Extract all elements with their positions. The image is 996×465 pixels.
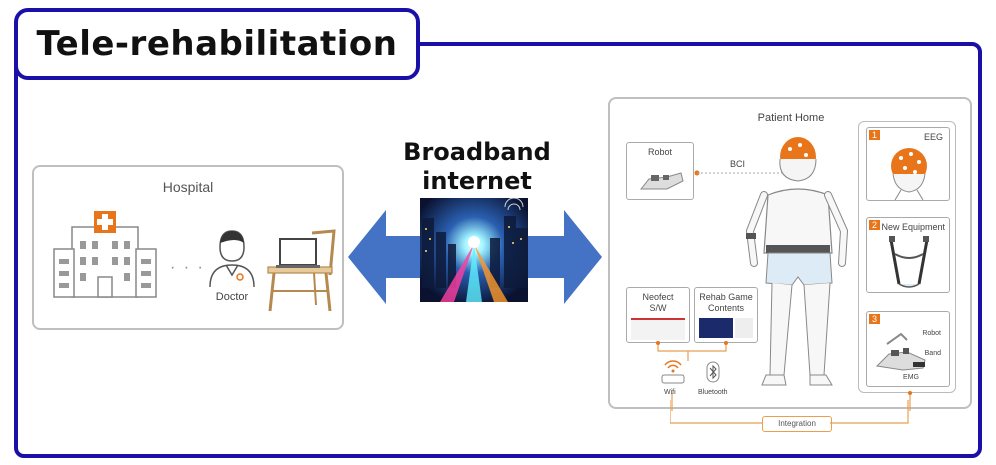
patient-figure (745, 137, 849, 386)
eeg-head-icon (891, 148, 927, 200)
equipment-3-num: 3 (869, 314, 881, 324)
broadband-label: Broadband internet (392, 138, 562, 196)
neofect-label: Neofect S/W (627, 292, 689, 314)
neofect-line1: Neofect (642, 292, 674, 302)
wifi-router-icon (661, 360, 685, 384)
hospital-building-icon (53, 211, 157, 298)
neofect-line2: S/W (649, 303, 667, 313)
equipment-2-num: 2 (869, 220, 881, 230)
equipment-1-num: 1 (869, 130, 881, 140)
equipment-3-robot-label: Robot (922, 330, 941, 337)
title-box: Tele-rehabilitation (14, 8, 420, 80)
equipment-1-label: EEG (923, 132, 943, 142)
wifi-label: Wifi (664, 389, 676, 396)
equipment-eeg-box: 1 EEG (866, 127, 950, 201)
doctor-label: Doctor (215, 291, 249, 303)
equipment-new-box: 2 New Equipment (866, 217, 950, 293)
rehab-line2: Contents (707, 303, 745, 313)
equipment-3-emg-label: EMG (903, 374, 919, 381)
bluetooth-label: Bluetooth (698, 389, 728, 396)
rehab-game-box: Rehab Game Contents (694, 287, 758, 343)
equipment-robot-box: 3 Robot Band EMG (866, 311, 950, 387)
robot-box-label: Robot (647, 147, 673, 157)
equipment-2-label: New Equipment (881, 222, 945, 232)
ellipsis: · · · (170, 259, 205, 276)
left-arrow (348, 210, 422, 304)
bci-label: BCI (730, 159, 746, 169)
hospital-panel: Hospital · · · Doctor (32, 165, 344, 330)
neofect-box: Neofect S/W (626, 287, 690, 343)
neofect-screen (631, 318, 685, 340)
robot-box: Robot (626, 142, 694, 200)
connector-lines (656, 341, 912, 411)
patient-home-title: Patient Home (757, 112, 825, 124)
integration-label: Integration (762, 416, 832, 432)
rehab-label: Rehab Game Contents (695, 292, 757, 314)
hospital-title: Hospital (162, 179, 214, 195)
equipment-3-band-label: Band (924, 350, 941, 357)
right-arrow (526, 210, 602, 304)
bci-line (694, 170, 784, 176)
robot-arm-icon (875, 332, 926, 371)
integration-lines (670, 400, 909, 424)
rehab-screen-2 (735, 318, 753, 338)
bluetooth-icon (706, 361, 720, 383)
doctor-icon (209, 230, 255, 287)
broadband-line2: internet (422, 167, 532, 195)
broadband-line1: Broadband (403, 138, 551, 166)
robot-hand-icon (639, 172, 684, 190)
patient-home-panel: Patient Home Robot BCI 1 EEG (608, 97, 972, 411)
laptop-desk-icon (267, 229, 336, 312)
network-city-image (420, 198, 528, 302)
harness-icon (889, 236, 929, 288)
page-title: Tele-rehabilitation (36, 24, 398, 64)
rehab-screen (699, 318, 733, 338)
rehab-line1: Rehab Game (699, 292, 753, 302)
